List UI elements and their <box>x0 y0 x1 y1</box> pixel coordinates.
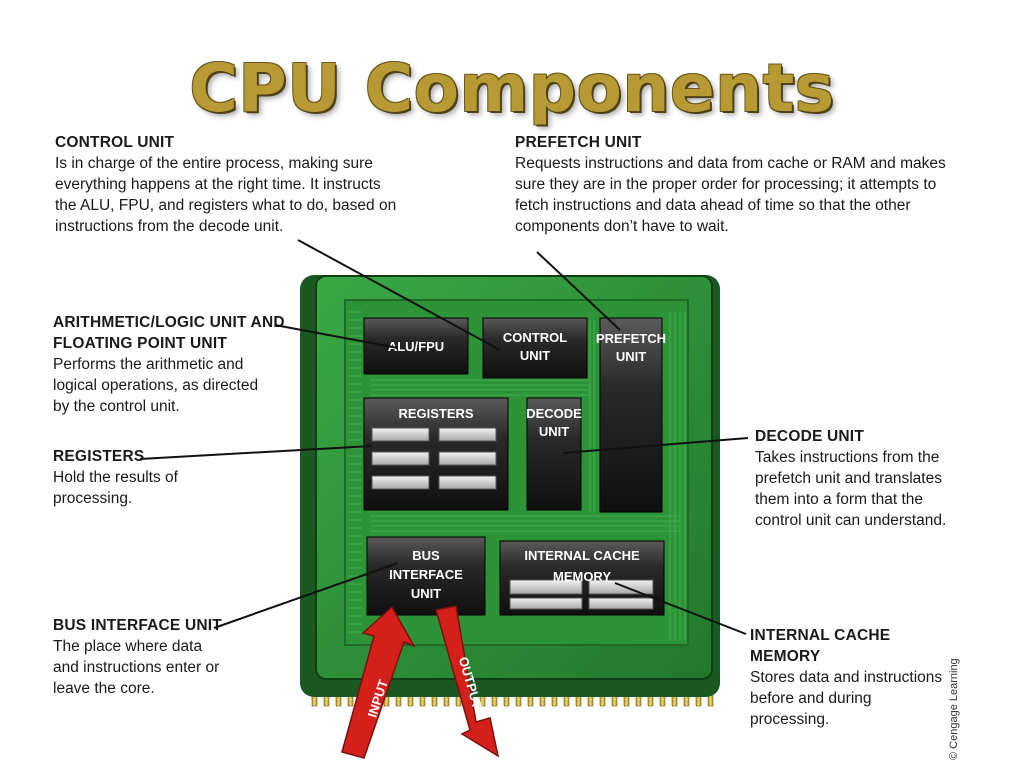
circuit-traces <box>348 311 686 640</box>
alu-fpu-text-line: Performs the arithmetic and <box>53 356 244 373</box>
internal-cache-description: INTERNAL CACHE MEMORY Stores data and in… <box>750 625 960 730</box>
alu-fpu-label: ALU/FPU <box>388 339 444 354</box>
bus-interface-label: UNIT <box>411 586 441 601</box>
register-slot <box>371 427 430 442</box>
control-unit-text-line: everything happens at the right time. It… <box>55 176 381 193</box>
register-slot <box>438 451 497 466</box>
internal-cache-text-line: processing. <box>750 711 830 728</box>
prefetch-unit-text-line: sure they are in the proper order for pr… <box>515 176 937 193</box>
bus-interface-description: BUS INTERFACE UNIT The place where data … <box>53 615 253 699</box>
decode-unit-heading: DECODE UNIT <box>755 428 864 445</box>
register-slot <box>438 475 497 490</box>
alu-fpu-heading: FLOATING POINT UNIT <box>53 335 227 352</box>
alu-fpu-block <box>363 317 469 375</box>
control-unit-label: UNIT <box>520 348 550 363</box>
decode-unit-text-line: prefetch unit and translates <box>755 470 942 487</box>
registers-text-line: Hold the results of <box>53 469 178 486</box>
bus-interface-block <box>366 536 486 616</box>
control-unit-description: CONTROL UNIT Is in charge of the entire … <box>55 132 415 237</box>
prefetch-unit-label: PREFETCH <box>596 331 666 346</box>
input-arrow: INPUT <box>341 605 416 759</box>
control-unit-text-line: instructions from the decode unit. <box>55 218 284 235</box>
prefetch-unit-text-line: Requests instructions and data from cach… <box>515 155 946 172</box>
decode-unit-label: UNIT <box>539 424 569 439</box>
cache-slot <box>509 597 583 610</box>
alu-fpu-text-line: logical operations, as directed <box>53 377 259 394</box>
bus-interface-label: INTERFACE <box>389 567 463 582</box>
alu-fpu-heading: ARITHMETIC/LOGIC UNIT AND <box>53 314 285 331</box>
control-unit-heading: CONTROL UNIT <box>55 134 175 151</box>
decode-unit-leader <box>562 437 749 454</box>
control-unit-text-line: the ALU, FPU, and registers what to do, … <box>55 197 397 214</box>
control-unit-leader <box>297 239 501 351</box>
prefetch-unit-description: PREFETCH UNIT Requests instructions and … <box>515 132 955 237</box>
page-title: CPU Components <box>189 50 835 127</box>
prefetch-unit-text-line: components don’t have to wait. <box>515 218 729 235</box>
registers-text-line: processing. <box>53 490 133 507</box>
decode-unit-block <box>526 397 582 511</box>
control-unit-text-line: Is in charge of the entire process, maki… <box>55 155 373 172</box>
registers-label: REGISTERS <box>398 406 473 421</box>
control-unit-label: CONTROL <box>503 330 567 345</box>
decode-unit-text-line: them into a form that the <box>755 491 924 508</box>
bus-interface-text-line: leave the core. <box>53 680 155 697</box>
prefetch-unit-heading: PREFETCH UNIT <box>515 134 642 151</box>
bus-interface-heading: BUS INTERFACE UNIT <box>53 617 222 634</box>
internal-cache-label: MEMORY <box>553 569 611 584</box>
register-slots <box>371 427 497 490</box>
registers-description: REGISTERS Hold the results of processing… <box>53 446 213 509</box>
registers-heading: REGISTERS <box>53 448 145 465</box>
bus-interface-text-line: The place where data <box>53 638 203 655</box>
prefetch-unit-leader <box>536 251 621 331</box>
internal-cache-label: INTERNAL CACHE <box>524 548 640 563</box>
registers-leader <box>139 445 373 460</box>
register-slot <box>438 427 497 442</box>
bus-interface-text-line: and instructions enter or <box>53 659 220 676</box>
internal-cache-text-line: Stores data and instructions <box>750 669 943 686</box>
alu-fpu-description: ARITHMETIC/LOGIC UNIT AND FLOATING POINT… <box>53 312 293 417</box>
internal-cache-leader <box>614 582 747 635</box>
bus-interface-label: BUS <box>412 548 440 563</box>
register-slot <box>371 451 430 466</box>
prefetch-unit-block <box>599 317 663 513</box>
leader-lines <box>139 239 749 635</box>
control-unit-block <box>482 317 588 379</box>
decode-unit-label: DECODE <box>526 406 582 421</box>
decode-unit-text-line: Takes instructions from the <box>755 449 940 466</box>
alu-fpu-leader <box>274 324 399 349</box>
prefetch-unit-text-line: fetch instructions and data ahead of tim… <box>515 197 911 214</box>
internal-cache-text-line: before and during <box>750 690 872 707</box>
cache-slot <box>588 597 654 610</box>
decode-unit-description: DECODE UNIT Takes instructions from the … <box>755 426 975 531</box>
bus-interface-leader <box>213 562 399 629</box>
cache-slot <box>509 579 583 595</box>
register-slot <box>371 475 430 490</box>
decode-unit-text-line: control unit can understand. <box>755 512 947 529</box>
internal-cache-heading: INTERNAL CACHE MEMORY <box>750 627 891 665</box>
prefetch-unit-label: UNIT <box>616 349 646 364</box>
alu-fpu-text-line: by the control unit. <box>53 398 180 415</box>
